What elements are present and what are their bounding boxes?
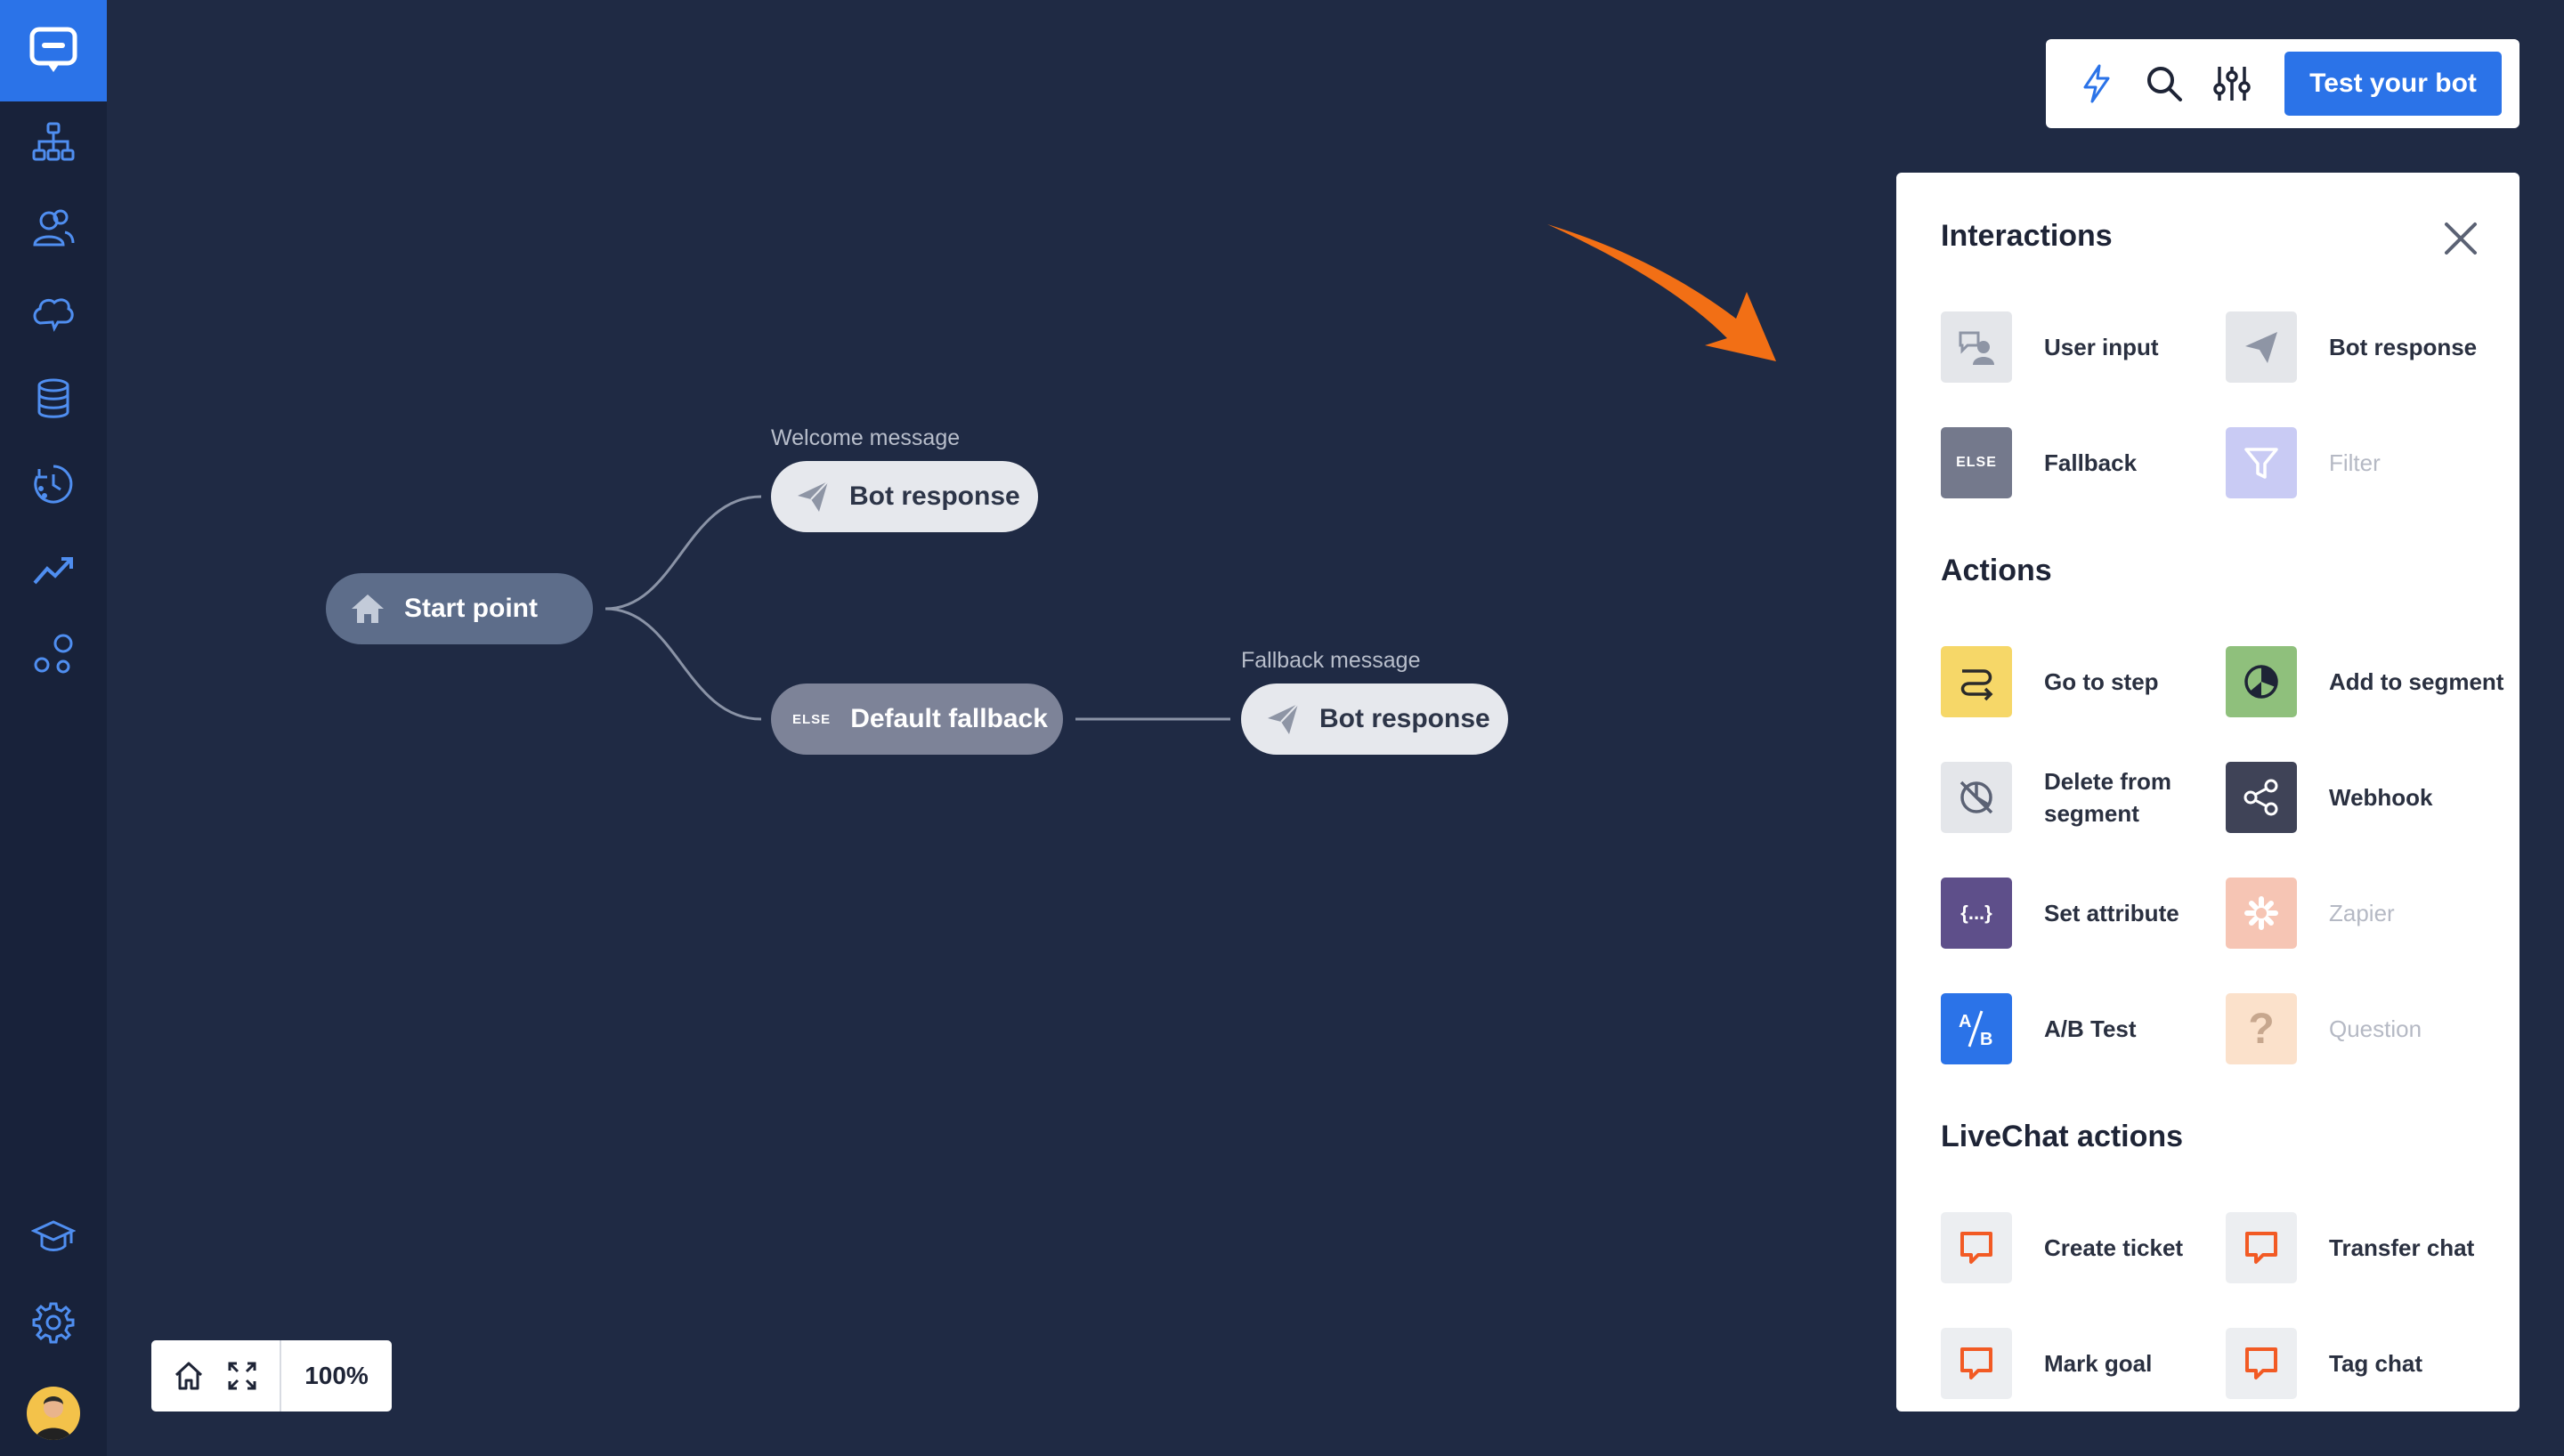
flow-connectors [604, 495, 1230, 721]
nav-history-icon[interactable] [27, 457, 80, 511]
fallback-bot-response-label: Bot response [1319, 704, 1490, 733]
item-question[interactable]: ? Question [2226, 993, 2511, 1064]
question-label: Question [2329, 1015, 2422, 1042]
item-go-to-step[interactable]: Go to step [1941, 646, 2226, 717]
chat-logo-icon [29, 27, 77, 72]
paper-plane-icon [794, 478, 832, 515]
delete-segment-icon [1941, 762, 2012, 833]
bot-response-label: Bot response [2329, 334, 2478, 360]
livechat-bubble-icon [2226, 1212, 2297, 1283]
livechat-bubble-icon [1941, 1212, 2012, 1283]
item-fallback[interactable]: ELSE Fallback [1941, 427, 2226, 498]
item-zapier[interactable]: Zapier [2226, 878, 2511, 949]
item-filter[interactable]: Filter [2226, 427, 2511, 498]
start-point-label: Start point [404, 594, 538, 623]
interactions-title: Interactions [1941, 219, 2113, 253]
mark-goal-label: Mark goal [2044, 1350, 2153, 1377]
nav-integrations-icon[interactable] [27, 628, 80, 682]
zapier-asterisk-icon [2226, 878, 2297, 949]
item-set-attribute[interactable]: {...} Set attribute [1941, 878, 2226, 949]
fallback-message-caption: Fallback message [1241, 648, 1421, 673]
default-fallback-node[interactable]: ELSE Default fallback [771, 684, 1063, 755]
orange-arrow-icon [1547, 224, 1776, 361]
home-icon[interactable] [162, 1340, 215, 1412]
item-transfer-chat[interactable]: Transfer chat [2226, 1212, 2511, 1283]
sidebar [0, 0, 107, 1456]
start-point-node[interactable]: Start point [326, 573, 593, 644]
delete-from-segment-label: Delete from segment [2044, 768, 2172, 827]
else-tag: ELSE [792, 711, 832, 727]
ab-test-label: A/B Test [2044, 1015, 2137, 1042]
nav-database-icon[interactable] [27, 372, 80, 425]
paper-plane-icon [2226, 311, 2297, 383]
create-ticket-label: Create ticket [2044, 1234, 2184, 1261]
close-icon[interactable] [2441, 219, 2480, 258]
item-webhook[interactable]: Webhook [2226, 762, 2511, 833]
nav-stories-icon[interactable] [27, 116, 80, 169]
interactions-panel: Interactions User input Bot response ELS… [1896, 173, 2519, 1412]
filter-label: Filter [2329, 449, 2381, 476]
add-to-segment-label: Add to segment [2329, 668, 2504, 695]
livechat-bubble-icon [1941, 1328, 2012, 1399]
paper-plane-icon [1264, 700, 1302, 738]
nav-reports-icon[interactable] [27, 543, 80, 596]
go-to-step-label: Go to step [2044, 668, 2159, 695]
livechat-bubble-icon [2226, 1328, 2297, 1399]
flow-canvas[interactable]: Start point Welcome message Bot response… [107, 0, 2564, 1456]
share-nodes-icon [2226, 762, 2297, 833]
item-delete-from-segment[interactable]: Delete from segment [1941, 762, 2226, 833]
item-bot-response[interactable]: Bot response [2226, 311, 2511, 383]
item-add-to-segment[interactable]: Add to segment [2226, 646, 2511, 717]
chatbot-logo[interactable] [0, 0, 107, 101]
segment-pie-icon [2226, 646, 2297, 717]
livechat-actions-title: LiveChat actions [1941, 1120, 2184, 1153]
nav-academy-icon[interactable] [27, 1210, 80, 1264]
default-fallback-label: Default fallback [850, 704, 1048, 733]
go-to-step-icon [1941, 646, 2012, 717]
lightning-icon[interactable] [2073, 60, 2121, 108]
user-avatar[interactable] [27, 1387, 80, 1440]
filter-icon [2226, 427, 2297, 498]
question-mark-icon: ? [2226, 993, 2297, 1064]
item-user-input[interactable]: User input [1941, 311, 2226, 383]
fallback-bot-response-node[interactable]: Bot response [1241, 684, 1508, 755]
nav-training-icon[interactable] [27, 287, 80, 340]
item-create-ticket[interactable]: Create ticket [1941, 1212, 2226, 1283]
item-mark-goal[interactable]: Mark goal [1941, 1328, 2226, 1399]
welcome-message-caption: Welcome message [771, 425, 961, 450]
transfer-chat-label: Transfer chat [2329, 1234, 2475, 1261]
zapier-label: Zapier [2329, 900, 2395, 926]
tag-chat-label: Tag chat [2329, 1350, 2422, 1377]
nav-settings-icon[interactable] [27, 1296, 80, 1349]
zoom-level[interactable]: 100% [304, 1362, 369, 1389]
test-your-bot-button[interactable]: Test your bot [2284, 52, 2502, 116]
user-input-label: User input [2044, 334, 2159, 360]
else-icon: ELSE [1941, 427, 2012, 498]
svg-text:B: B [1980, 1030, 1992, 1049]
actions-title: Actions [1941, 554, 2052, 587]
zoom-control: 100% [151, 1340, 392, 1412]
fit-screen-icon[interactable] [215, 1340, 269, 1412]
user-input-icon [1941, 311, 2012, 383]
top-toolbar: Test your bot [2046, 39, 2519, 128]
welcome-bot-response-node[interactable]: Bot response [771, 461, 1038, 532]
sliders-icon[interactable] [2208, 60, 2256, 108]
search-icon[interactable] [2140, 60, 2188, 108]
fallback-label: Fallback [2044, 449, 2138, 476]
home-icon [349, 590, 386, 627]
braces-icon: {...} [1941, 878, 2012, 949]
set-attribute-label: Set attribute [2044, 900, 2179, 926]
zoom-divider [280, 1340, 281, 1412]
webhook-label: Webhook [2329, 784, 2433, 811]
svg-text:A: A [1959, 1012, 1971, 1031]
nav-users-icon[interactable] [27, 201, 80, 255]
welcome-bot-response-label: Bot response [849, 481, 1020, 511]
item-tag-chat[interactable]: Tag chat [2226, 1328, 2511, 1399]
